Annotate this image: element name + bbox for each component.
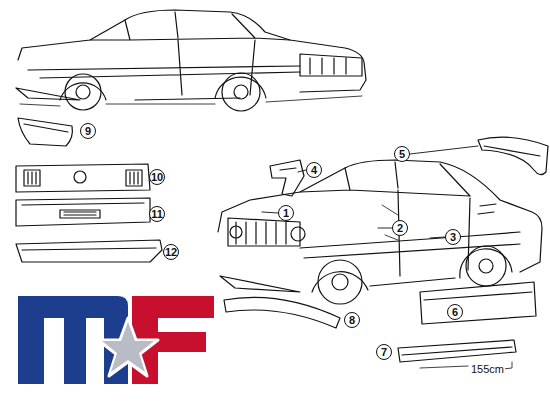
callout-number: 9 — [80, 123, 96, 139]
part-10 — [16, 164, 150, 192]
fastback-drawing — [218, 160, 542, 304]
callout-number: 7 — [376, 344, 392, 360]
part-5 — [478, 137, 548, 174]
part-11 — [16, 198, 150, 226]
callout-number: 11 — [149, 206, 165, 222]
part-6 — [420, 282, 536, 324]
callout-number: 12 — [163, 244, 179, 260]
part-12 — [16, 240, 162, 262]
parts — [16, 118, 548, 370]
callout-number: 2 — [392, 220, 408, 236]
callout-number: 4 — [306, 162, 322, 178]
callout-number: 3 — [445, 229, 461, 245]
mf-logo — [18, 296, 214, 384]
callout-number: 1 — [278, 205, 294, 221]
callout-number: 8 — [344, 312, 360, 328]
part-8 — [224, 297, 340, 328]
callout-number: 6 — [447, 304, 463, 320]
part-7 — [398, 340, 516, 362]
part-9 — [18, 118, 72, 146]
coupe-drawing — [16, 10, 366, 111]
callout-number: 5 — [394, 146, 410, 162]
leader-lines — [262, 146, 478, 238]
dimension-label: 155cm — [470, 364, 505, 375]
part-4 — [270, 160, 304, 196]
callout-number: 10 — [149, 169, 165, 185]
